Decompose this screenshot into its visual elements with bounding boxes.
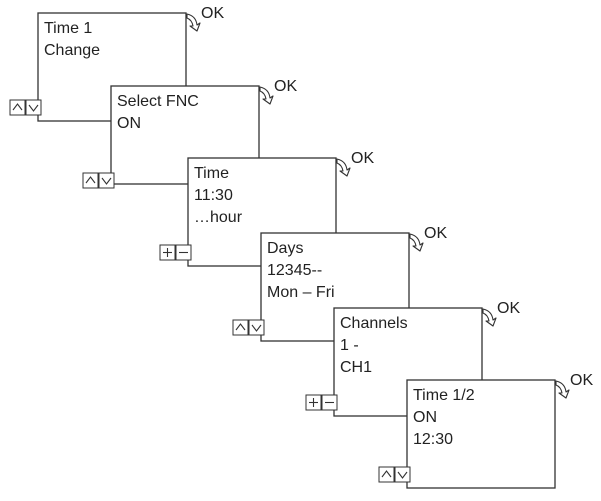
display-line-2: ON bbox=[117, 115, 141, 132]
display-line-1: Time 1/2 bbox=[413, 387, 475, 404]
ok-label: OK bbox=[201, 5, 224, 22]
menu-step-3: Time 11:30 …hour OK bbox=[159, 150, 374, 267]
display-line-3: Mon – Fri bbox=[267, 284, 335, 301]
display-line-1: Time bbox=[194, 165, 229, 182]
display-line-1: Select FNC bbox=[117, 93, 199, 110]
ok-curved-arrow-icon-3[interactable]: OK bbox=[336, 150, 374, 177]
display-line-1: Channels bbox=[340, 315, 408, 332]
display-line-3: 12:30 bbox=[413, 431, 453, 448]
display-line-2: 12345-- bbox=[267, 262, 322, 279]
ok-label: OK bbox=[351, 150, 374, 167]
ok-curved-arrow-icon-1[interactable]: OK bbox=[186, 5, 224, 32]
ok-label: OK bbox=[497, 300, 520, 317]
up-arrow-key-icon-1[interactable] bbox=[9, 99, 26, 116]
ok-curved-arrow-icon-4[interactable]: OK bbox=[409, 225, 447, 252]
plus-key-icon-5[interactable] bbox=[305, 394, 322, 411]
display-line-3: …hour bbox=[194, 209, 243, 226]
display-line-2: ON bbox=[413, 409, 437, 426]
display-line-3: CH1 bbox=[340, 359, 372, 376]
minus-key-icon-3[interactable] bbox=[175, 244, 192, 261]
ok-label: OK bbox=[570, 372, 593, 389]
ok-label: OK bbox=[274, 78, 297, 95]
display-frame bbox=[110, 85, 260, 185]
down-arrow-key-icon-4[interactable] bbox=[248, 319, 265, 336]
display-frame bbox=[406, 379, 556, 489]
up-arrow-key-icon-6[interactable] bbox=[378, 466, 395, 483]
ok-curved-arrow-icon-6[interactable]: OK bbox=[555, 372, 593, 399]
down-arrow-key-icon-2[interactable] bbox=[98, 172, 115, 189]
up-arrow-key-icon-2[interactable] bbox=[82, 172, 99, 189]
ok-curved-arrow-icon-2[interactable]: OK bbox=[259, 78, 297, 105]
display-line-1: Time 1 bbox=[44, 20, 92, 37]
display-line-2: 1 - bbox=[340, 337, 359, 354]
minus-key-icon-5[interactable] bbox=[321, 394, 338, 411]
up-arrow-key-icon-4[interactable] bbox=[232, 319, 249, 336]
menu-step-6: Time 1/2ON 12:30 OK bbox=[378, 372, 593, 489]
plus-key-icon-3[interactable] bbox=[159, 244, 176, 261]
display-line-2: Change bbox=[44, 42, 100, 59]
ok-label: OK bbox=[424, 225, 447, 242]
menu-step-2: Select FNC ON OK bbox=[82, 78, 297, 189]
down-arrow-key-icon-1[interactable] bbox=[25, 99, 42, 116]
down-arrow-key-icon-6[interactable] bbox=[394, 466, 411, 483]
display-line-1: Days bbox=[267, 240, 303, 257]
display-line-2: 11:30 bbox=[194, 187, 233, 204]
ok-curved-arrow-icon-5[interactable]: OK bbox=[482, 300, 520, 327]
